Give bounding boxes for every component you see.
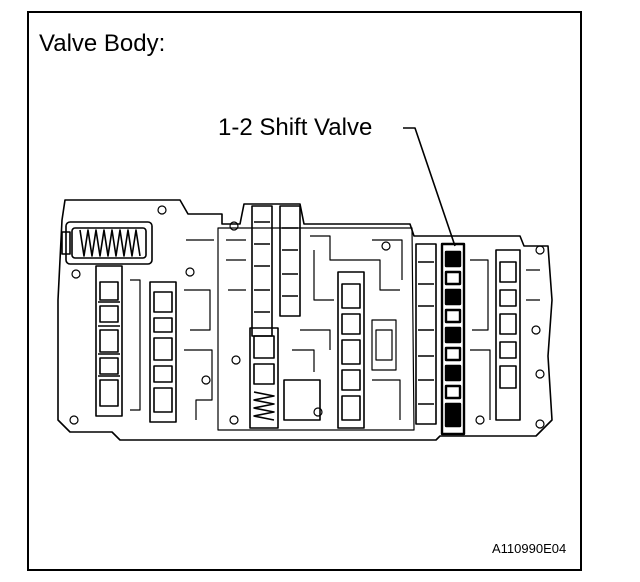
valve-bore-6 bbox=[415, 243, 437, 425]
oil-passages-left bbox=[69, 205, 214, 425]
oil-passages-right bbox=[470, 245, 545, 429]
callout-label: 1-2 Shift Valve bbox=[218, 114, 373, 141]
valve-bore-4 bbox=[249, 327, 321, 429]
valve-bore-2 bbox=[149, 281, 177, 423]
valve-bore-3 bbox=[251, 205, 301, 337]
valve-bore-5 bbox=[337, 271, 365, 429]
figure-frame bbox=[27, 11, 582, 571]
valve-body-outline bbox=[57, 199, 553, 441]
valve-bore-7 bbox=[495, 249, 521, 421]
shift-valve-1-2 bbox=[440, 242, 466, 436]
left-spring-assembly bbox=[61, 221, 153, 265]
callout-leader-line bbox=[403, 127, 456, 247]
oil-passages-center bbox=[226, 221, 403, 425]
figure-id: A110990E04 bbox=[492, 541, 567, 556]
valve-body-inner-plate bbox=[217, 227, 415, 431]
figure-title: Valve Body: bbox=[39, 30, 166, 57]
valve-bore-1 bbox=[95, 265, 123, 417]
